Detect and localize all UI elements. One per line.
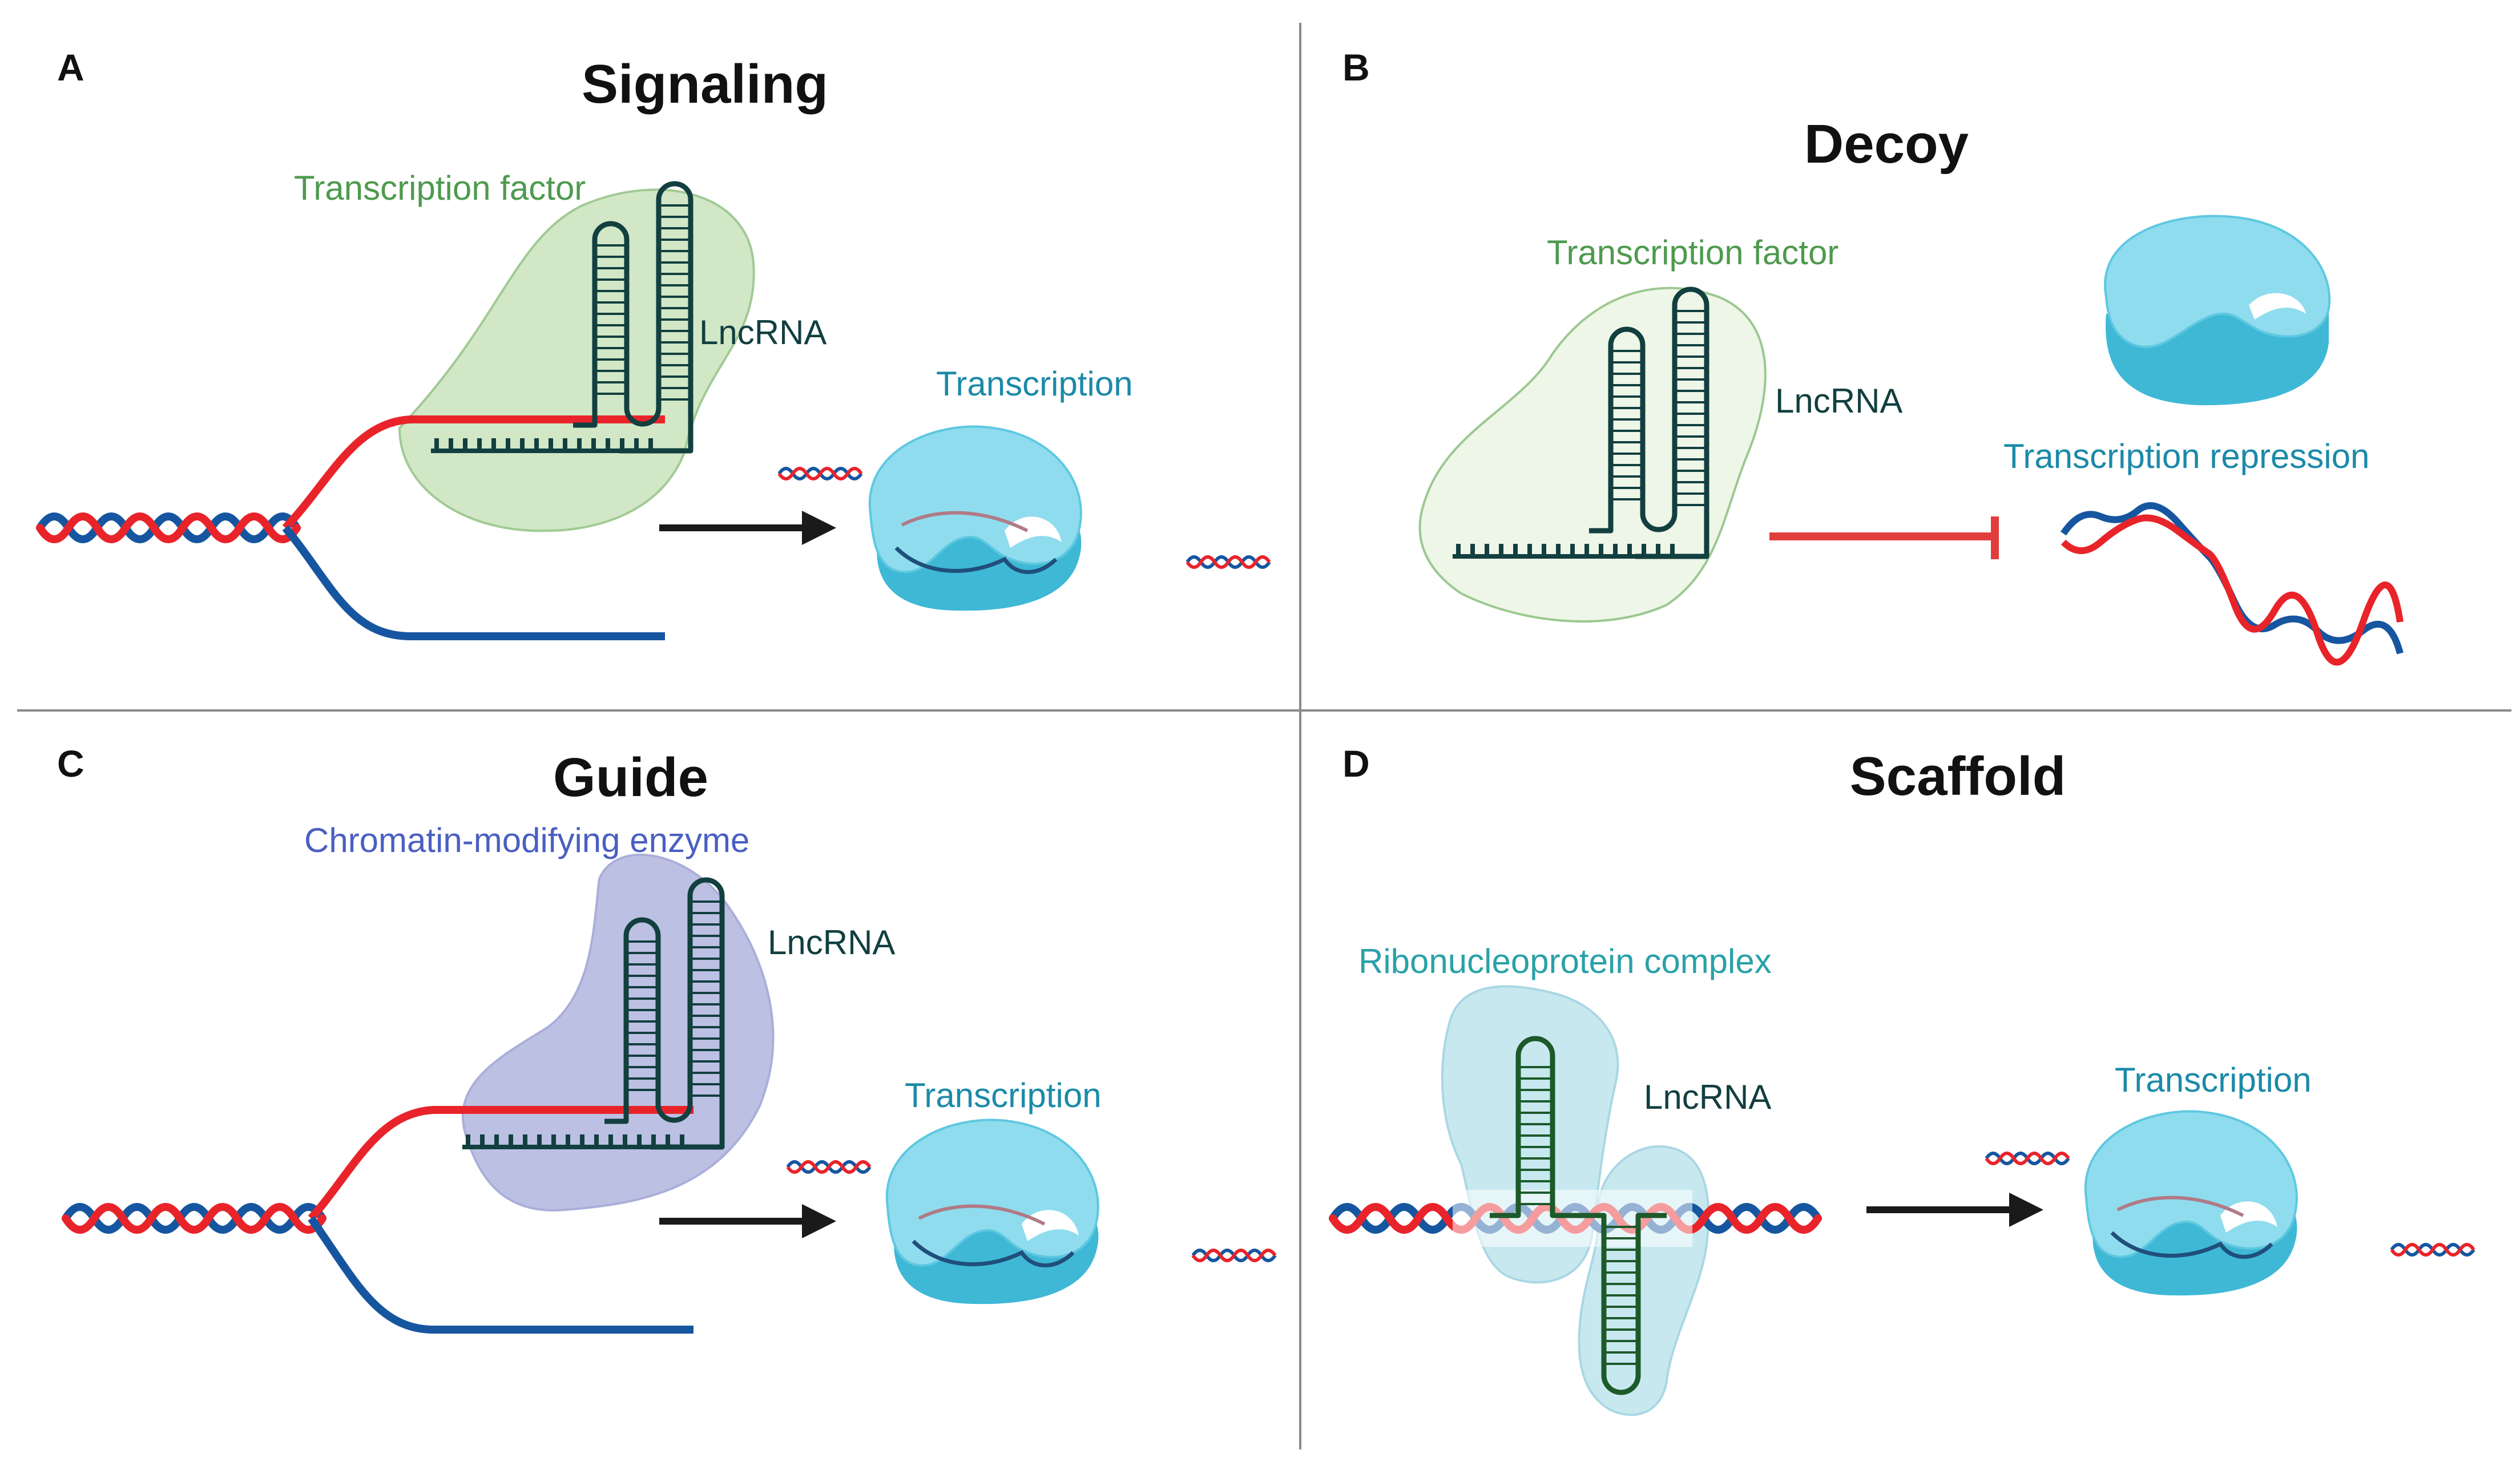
panel-c-protein-label: Chromatin-modifying enzyme bbox=[304, 821, 750, 859]
dna-thin-right bbox=[1193, 1250, 1275, 1261]
panel-c-artwork bbox=[66, 853, 1275, 1334]
panel-c-result-label: Transcription bbox=[905, 1076, 1102, 1114]
rna-polymerase-icon bbox=[870, 427, 1082, 611]
panel-b-letter: B bbox=[1342, 46, 1370, 88]
panel-b-title: Decoy bbox=[1804, 114, 1969, 175]
lncrna-scaffold-hairpins bbox=[1490, 1036, 1667, 1395]
rna-polymerase-icon bbox=[887, 1120, 1099, 1305]
dna-strand-blue bbox=[308, 1215, 693, 1334]
dna-strand-red bbox=[282, 415, 665, 531]
dna-thin-right bbox=[2392, 1245, 2474, 1255]
panel-a-title: Signaling bbox=[582, 54, 828, 115]
dna-strand-red bbox=[308, 1106, 693, 1221]
dna-thin-right bbox=[1187, 557, 1269, 567]
dna-strand-blue bbox=[282, 525, 665, 640]
dna-thin-left bbox=[779, 469, 861, 479]
panel-d-protein-label: Ribonucleoprotein complex bbox=[1358, 942, 1772, 980]
dna-helix-icon bbox=[40, 516, 297, 539]
transcription-factor-blob bbox=[398, 188, 755, 532]
panel-c-title: Guide bbox=[553, 747, 709, 808]
panel-b-artwork bbox=[1418, 215, 2404, 666]
panel-b-result-label: Transcription repression bbox=[2003, 437, 2370, 475]
chromatin-enzyme-blob bbox=[461, 853, 775, 1211]
panel-a-artwork bbox=[40, 184, 1269, 640]
panel-d-rna-label: LncRNA bbox=[1644, 1078, 1772, 1116]
dna-helix-icon bbox=[2061, 502, 2404, 666]
rna-polymerase-icon bbox=[2086, 1112, 2297, 1296]
panel-b-protein-label: Transcription factor bbox=[1547, 233, 1839, 272]
panel-a-rna-label: LncRNA bbox=[699, 313, 827, 352]
lncrna-comb bbox=[1453, 544, 1707, 559]
transcription-factor-blob bbox=[1418, 286, 1767, 623]
inhibition-bar-icon bbox=[1769, 516, 1999, 559]
panel-d-title: Scaffold bbox=[1849, 746, 2066, 807]
dna-helix-icon bbox=[66, 1207, 322, 1230]
lncrna-comb bbox=[431, 438, 691, 453]
panel-a-letter: A bbox=[57, 46, 84, 88]
rna-polymerase-free-icon bbox=[2104, 215, 2331, 406]
panel-d-result-label: Transcription bbox=[2115, 1061, 2312, 1099]
panel-a-protein-label: Transcription factor bbox=[294, 169, 586, 207]
lncrna-comb bbox=[462, 1134, 722, 1149]
dna-thin-left bbox=[1986, 1153, 2069, 1164]
dna-thin-left bbox=[788, 1162, 870, 1172]
panel-d-artwork bbox=[1329, 985, 2474, 1416]
panel-b-rna-label: LncRNA bbox=[1775, 382, 1903, 420]
panel-d-letter: D bbox=[1342, 742, 1370, 785]
panel-c-letter: C bbox=[57, 742, 84, 785]
panel-c-rna-label: LncRNA bbox=[768, 923, 896, 962]
panel-a-result-label: Transcription bbox=[936, 365, 1133, 403]
